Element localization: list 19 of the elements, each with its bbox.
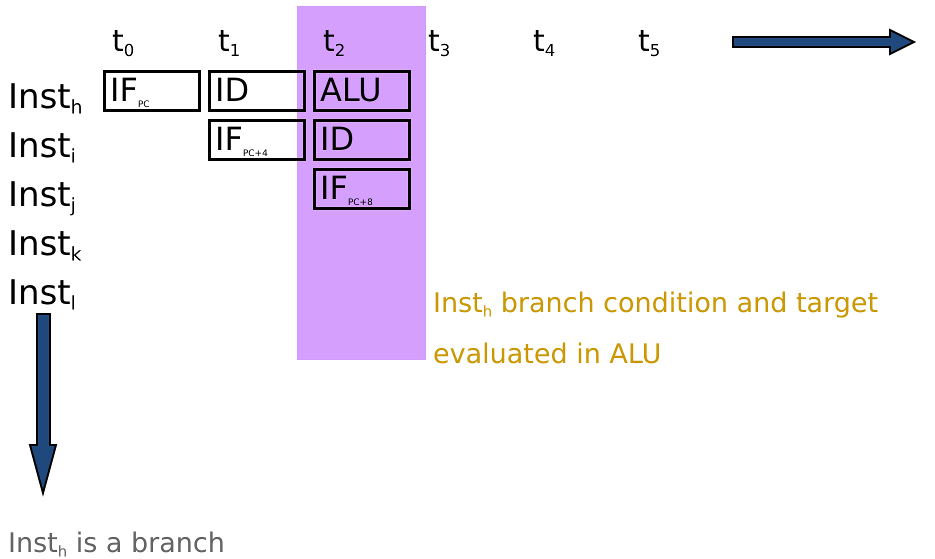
instruction-label: Inst$_{h}$ xyxy=(8,76,82,121)
stage-box: ID xyxy=(208,70,306,112)
time-label: t$_{5}$ xyxy=(638,23,660,62)
instruction-label: Inst$_{k}$ xyxy=(8,223,82,268)
time-label: t$_{4}$ xyxy=(533,23,556,62)
time-label: t$_{0}$ xyxy=(112,23,134,62)
note-text: Inst$_{h}$ branch condition and target evaluated in ALU xyxy=(433,287,880,372)
note-text: Inst$_{h}$ is a branch xyxy=(8,527,225,559)
stage-box: ID xyxy=(313,119,411,161)
stage-box: ALU xyxy=(313,70,411,112)
instruction-label: Inst$_{j}$ xyxy=(8,174,76,219)
instruction-label: Inst$_{i}$ xyxy=(8,125,76,170)
time-label: t$_{2}$ xyxy=(323,23,346,62)
instruction-label: Inst$_{l}$ xyxy=(8,272,76,317)
stage-box: IF$_{PC+4}$ xyxy=(208,119,306,161)
time-label: t$_{3}$ xyxy=(428,23,450,62)
time-label: t$_{1}$ xyxy=(218,23,240,62)
stage-box: IF$_{PC}$ xyxy=(103,70,201,112)
stage-box: IF$_{PC+8}$ xyxy=(313,168,411,210)
